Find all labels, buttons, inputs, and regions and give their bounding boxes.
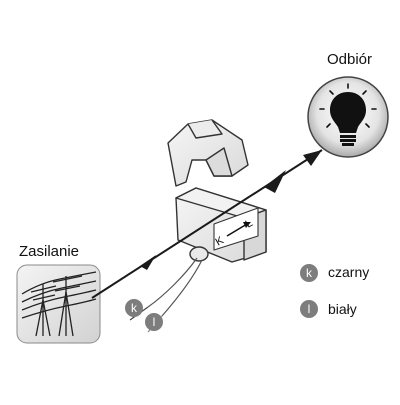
legend-l-badge: l [300, 300, 318, 318]
load-indicator [307, 76, 389, 158]
sensor-cable [129, 257, 203, 333]
load-label: Odbiór [327, 51, 373, 68]
supply-panel [16, 264, 101, 344]
legend-k-badge: k [300, 264, 318, 282]
legend-l-text: biały [328, 301, 357, 317]
wire-l-badge: l [145, 313, 163, 331]
marking-l: L [244, 217, 255, 230]
current-transformer-clamp [167, 119, 267, 263]
wire-k-badge: k [125, 299, 143, 317]
power-lines-icon [21, 271, 97, 337]
current-direction-arrow [91, 149, 323, 299]
legend-k-text: czarny [328, 264, 370, 280]
light-bulb-icon [319, 83, 377, 146]
supply-label: Zasilanie [19, 243, 80, 260]
